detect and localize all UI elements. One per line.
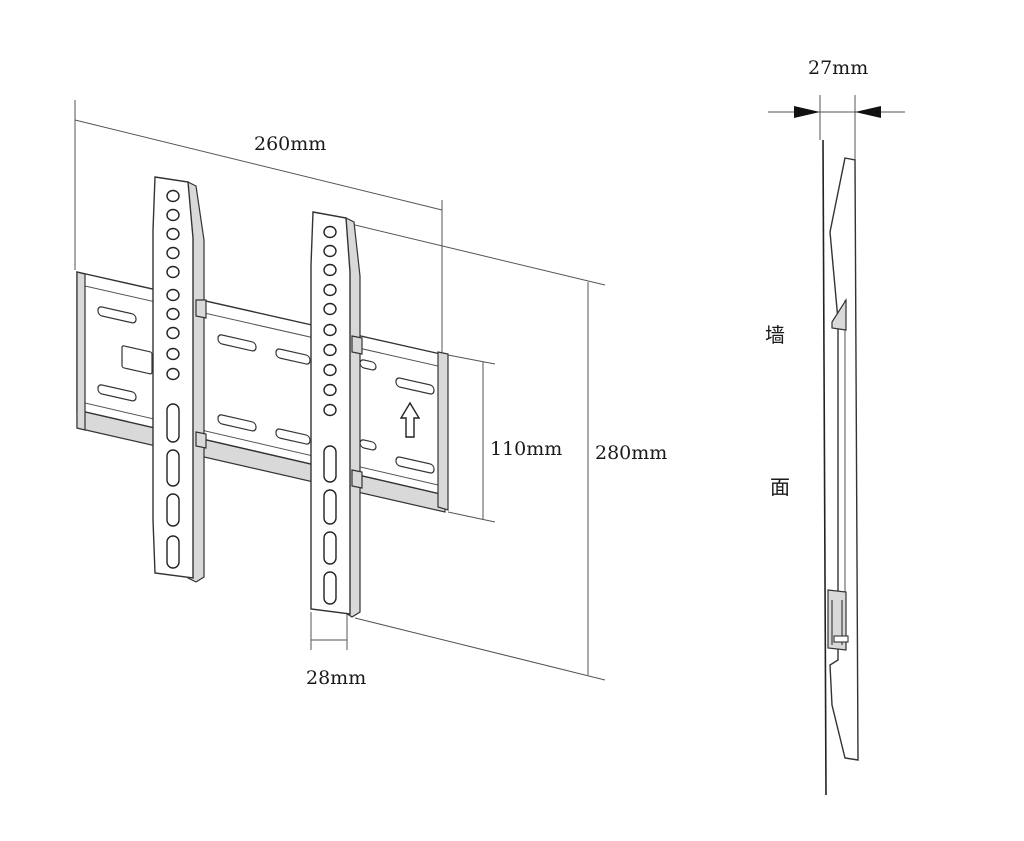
label-depth: 27mm <box>808 57 868 79</box>
wall-plate <box>76 271 449 513</box>
arm-right-hook-lower <box>351 469 363 489</box>
side-screw-head <box>833 635 849 643</box>
vertical-arm-right <box>310 211 363 618</box>
extension-line-bottom-280 <box>354 617 606 681</box>
extension-line-top-110 <box>447 354 496 365</box>
extension-line-top-280 <box>354 224 606 286</box>
wall-plate-left-edge <box>76 271 86 431</box>
plate-slot <box>395 456 435 474</box>
dimension-line-260 <box>74 119 443 211</box>
plate-slot <box>217 414 257 432</box>
depth-arrow-right <box>855 106 881 118</box>
label-wall-1: 墙 <box>765 323 785 347</box>
wall-line <box>822 139 827 796</box>
label-wall-2: 面 <box>770 475 790 499</box>
plate-slot <box>395 377 435 395</box>
wall-plate-right-edge <box>437 351 449 511</box>
up-arrow-icon <box>399 401 421 438</box>
arm-left-holes <box>166 189 180 569</box>
arm-right-hook <box>351 335 363 355</box>
arm-left-hook <box>195 299 207 319</box>
side-view: 27mm 墙 面 <box>765 57 905 796</box>
extension-line-bottom-110 <box>447 511 496 523</box>
plate-slot <box>275 348 311 365</box>
label-arm-width: 28mm <box>306 667 366 689</box>
arm-right-holes <box>323 225 337 605</box>
label-width: 260mm <box>254 133 326 155</box>
vertical-arm-left <box>152 176 207 583</box>
side-bracket-profile <box>829 157 859 761</box>
plate-slot <box>97 384 137 402</box>
dimension-lines-front <box>74 100 606 681</box>
label-height: 280mm <box>595 442 667 464</box>
label-hole-spacing: 110mm <box>490 438 562 460</box>
plate-square-cutout <box>121 345 153 375</box>
arm-left-hook-lower <box>195 431 207 449</box>
plate-slot <box>275 428 311 445</box>
depth-arrow-left <box>794 106 820 118</box>
plate-slot <box>217 334 257 352</box>
plate-slot <box>97 306 137 324</box>
side-upper-hook <box>831 297 847 331</box>
